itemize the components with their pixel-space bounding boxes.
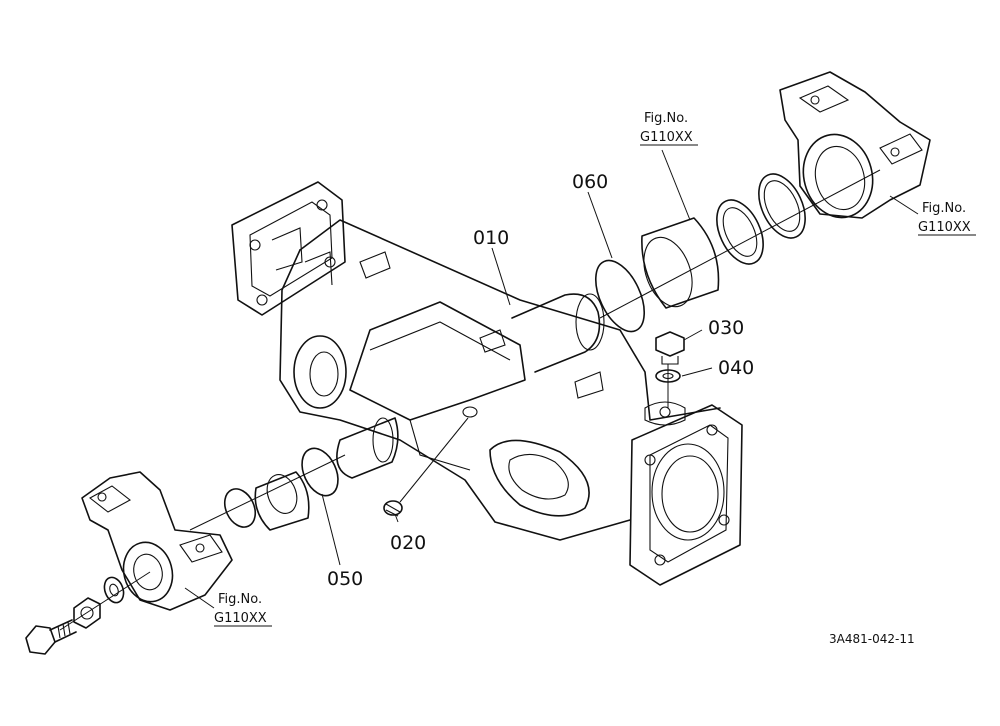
axle-housing	[231, 181, 743, 586]
right-bushing-assembly	[599, 169, 881, 319]
callout-060: 060	[572, 171, 608, 193]
left-bushing-assembly	[189, 454, 346, 531]
fig-ref-right-label: Fig.No.	[922, 201, 966, 216]
callout-040: 040	[718, 357, 754, 379]
o-ring-050	[301, 447, 339, 497]
drawing-number: 3A481-042-11	[829, 632, 915, 646]
plug-030	[655, 331, 685, 365]
leader-lines	[184, 149, 919, 609]
fig-ref-right-code: G110XX	[918, 220, 971, 235]
bolt-nut-washer	[25, 571, 151, 655]
grease-nipple-020	[383, 406, 478, 517]
fig-ref-top-code: G110XX	[640, 130, 693, 145]
o-ring-060	[594, 259, 646, 333]
callout-050: 050	[327, 568, 363, 590]
callout-020: 020	[390, 532, 426, 554]
callout-010: 010	[473, 227, 509, 249]
fig-ref-top-label: Fig.No.	[644, 111, 688, 126]
fig-ref-left-code: G110XX	[214, 611, 267, 626]
callout-030: 030	[708, 317, 744, 339]
fig-ref-left-label: Fig.No.	[218, 592, 262, 607]
left-steering-knuckle	[81, 471, 233, 611]
right-steering-knuckle	[779, 71, 931, 219]
